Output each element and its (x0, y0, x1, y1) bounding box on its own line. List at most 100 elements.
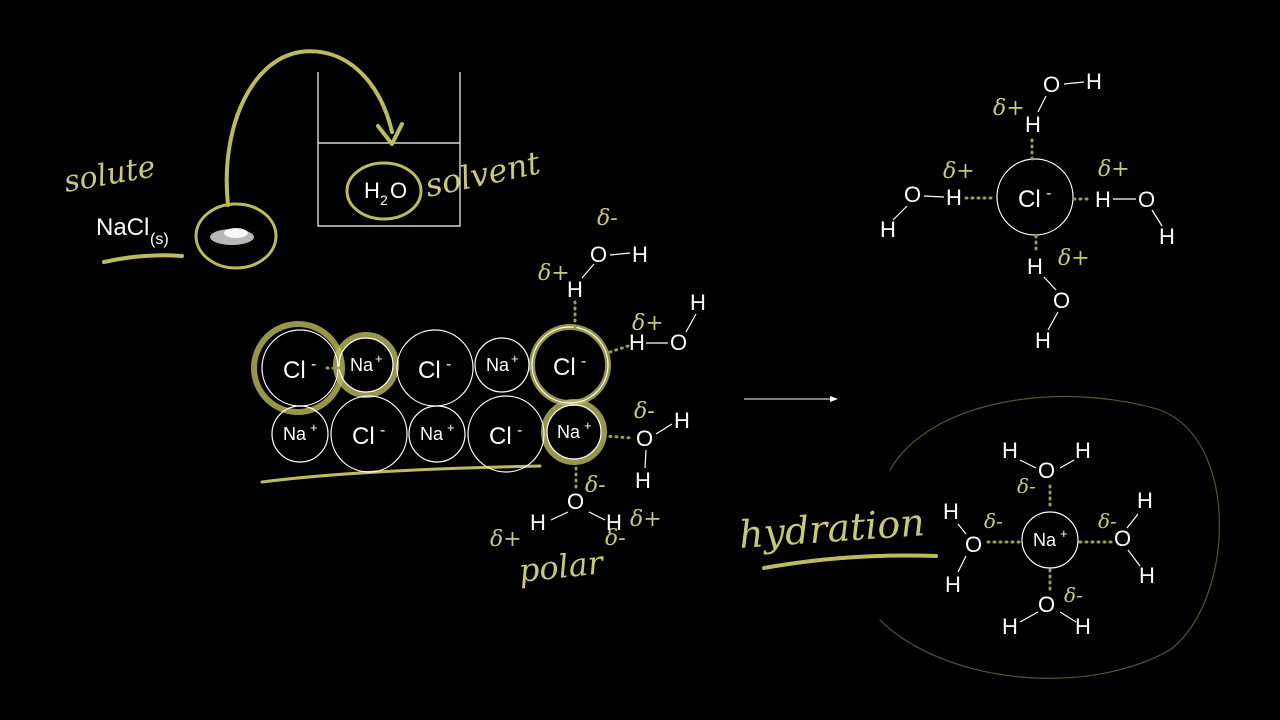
bond-line (588, 511, 606, 521)
label-text: + (375, 351, 383, 366)
label-text: H (1027, 254, 1043, 279)
label-text: Cl (1018, 186, 1041, 213)
label-text: H (1139, 563, 1155, 588)
hydration-shell-outline (879, 395, 1220, 679)
label-text: H (1002, 438, 1018, 463)
label-text: + (447, 420, 455, 435)
bond-line (685, 313, 697, 333)
bond-line (1043, 276, 1057, 291)
solvent-label: solvent (422, 143, 544, 204)
hydration-label: hydration (738, 500, 926, 557)
label-text: H (364, 178, 380, 203)
label-text: - (517, 422, 522, 439)
water-highlight-circle (345, 161, 423, 221)
label-text: Cl (352, 423, 375, 450)
label-text: O (390, 178, 407, 203)
label-text: H (1137, 488, 1153, 513)
salt-pile-circle (194, 202, 278, 270)
label-text: + (511, 351, 519, 366)
label-text: O (1038, 592, 1055, 617)
label-text: Na (486, 355, 510, 375)
label-text: H (1075, 438, 1091, 463)
hydration-underline (762, 553, 938, 570)
sodium-ion (474, 337, 530, 393)
delta-minus: δ- (634, 399, 655, 424)
label-text: H (606, 510, 622, 535)
label-text: - (311, 356, 316, 373)
reaction-arrow (744, 396, 838, 402)
bond-line (1059, 611, 1077, 623)
delta-plus: δ+ (538, 261, 570, 286)
label-text: H (567, 277, 583, 302)
label-text: O (636, 426, 653, 451)
bond-line (644, 449, 647, 469)
label-text: H (1095, 187, 1111, 212)
label-text: H (943, 499, 959, 524)
chloride-ion (330, 395, 408, 473)
label-text: Cl (283, 357, 306, 384)
bond-line (609, 252, 631, 256)
polar-label: polar (517, 543, 607, 590)
label-text: O (965, 532, 982, 557)
delta-plus: δ+ (630, 507, 662, 532)
ionic-lattice: Cl - Na + Cl - Na + Cl - Na + Cl - Na + … (251, 321, 611, 484)
bond-line (1063, 81, 1085, 85)
label-text: - (581, 353, 586, 370)
outline-circle (333, 332, 399, 398)
label-text: H (1025, 112, 1041, 137)
label-text: + (310, 420, 318, 435)
hydrated-sodium: Na + H O H δ- H O H δ- H O H δ- O H H δ- (943, 438, 1155, 639)
label-text: H (1159, 224, 1175, 249)
bond-line (1059, 459, 1075, 469)
label-text: H (1035, 328, 1051, 353)
nacl-underline (102, 253, 184, 264)
label-text: Cl (418, 357, 441, 384)
hydrated-chloride: Cl - O H H δ+ O H H δ+ H O H δ+ H O H δ+ (880, 69, 1175, 353)
label-text: - (446, 356, 451, 373)
chloride-ion (467, 395, 545, 473)
sodium-ion (408, 405, 466, 463)
bond-line (1019, 459, 1037, 469)
delta-plus: δ+ (490, 527, 522, 552)
label-text: Na (1033, 530, 1057, 550)
label-text: O (1043, 72, 1060, 97)
arrow-head (376, 122, 404, 146)
label-text: δ+ (1058, 246, 1090, 271)
water-molecule: O H H (635, 408, 690, 493)
bond-line (957, 555, 967, 573)
label-text: H (945, 572, 961, 597)
label-text: δ- (984, 509, 1003, 533)
bond-line (608, 344, 630, 354)
bond-line (923, 195, 945, 198)
bond-line (1037, 95, 1047, 113)
label-text: H (880, 217, 896, 242)
label-text: Cl (553, 354, 576, 381)
water-molecule: O H H (530, 489, 622, 535)
label-text: δ- (1064, 583, 1083, 607)
nacl-formula: NaCl (s) (96, 214, 169, 248)
label-text: δ- (1017, 474, 1036, 498)
bond-line (1151, 209, 1163, 227)
water-molecule: O H H (567, 242, 648, 302)
label-text: 2 (380, 192, 388, 208)
label-text: O (1038, 458, 1055, 483)
bond-line (1126, 513, 1139, 529)
bond-line (892, 205, 908, 221)
water-formula: H 2 O (364, 178, 407, 208)
label-text: δ+ (993, 96, 1025, 121)
arrow-solute-to-beaker (224, 49, 394, 207)
label-text: Na (557, 422, 581, 442)
label-text: NaCl (96, 214, 149, 241)
label-text: H (1075, 614, 1091, 639)
label-text: Na (420, 424, 444, 444)
label-text: H (1086, 69, 1102, 94)
label-text: O (590, 242, 607, 267)
salt-crystals-top (224, 228, 248, 238)
label-text: O (1114, 526, 1131, 551)
label-text: H (1002, 614, 1018, 639)
label-text: H (674, 408, 690, 433)
label-text: O (1053, 288, 1070, 313)
label-text: + (1060, 526, 1068, 541)
bond-line (1127, 549, 1141, 567)
